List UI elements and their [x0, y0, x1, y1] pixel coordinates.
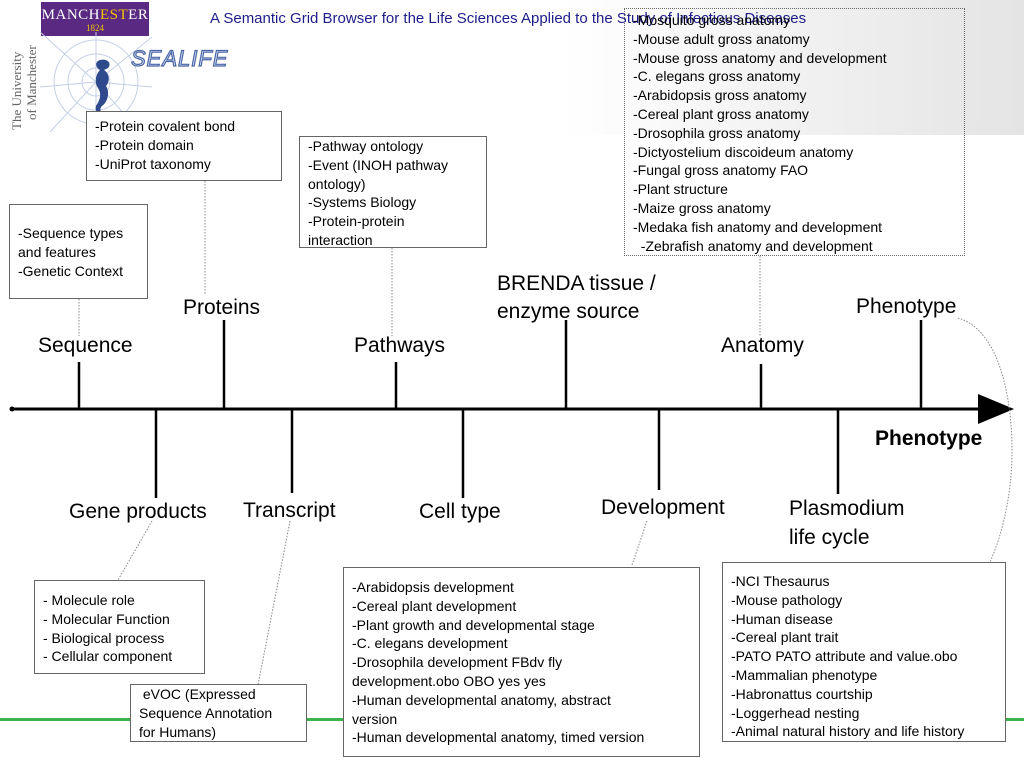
box-anatomy-item: -Mouse adult gross anatomy [633, 30, 810, 47]
box-anatomy-item: -Dictyostelium discoideum anatomy [633, 143, 854, 160]
box-sequence-item: -Sequence types [18, 225, 124, 241]
box-proteins-item: -Protein covalent bond [95, 118, 236, 134]
box-anatomy-item: -Mouse gross anatomy and development [633, 49, 887, 66]
box-gene-products-item: - Biological process [43, 629, 165, 646]
box-phenotype: -NCI Thesaurus -Mouse pathology -Human d… [722, 562, 1006, 742]
box-development-item: version [352, 710, 398, 727]
label-transcript: Transcript [243, 499, 336, 522]
box-phenotype-item: -NCI Thesaurus [731, 573, 830, 589]
manchester-logo: MANCHESTER 1824 [41, 2, 149, 36]
box-gene-products: - Molecule role - Molecular Function - B… [34, 580, 205, 674]
connector-gene-products [117, 520, 153, 581]
box-sequence: -Sequence types and features -Genetic Co… [9, 204, 148, 299]
label-pathways: Pathways [354, 334, 446, 357]
label-plasmodium-line: life cycle [789, 526, 870, 549]
label-plasmodium-line: Plasmodium [789, 497, 905, 520]
box-proteins-item: -UniProt taxonomy [95, 155, 211, 172]
box-anatomy-item: -Zebrafish anatomy and development [633, 237, 873, 254]
label-brenda-line: BRENDA tissue / [497, 272, 656, 295]
label-phenotype-end: Phenotype [875, 427, 983, 450]
box-development: -Arabidopsis development -Cereal plant d… [343, 567, 700, 757]
box-gene-products-item: - Molecular Function [43, 610, 170, 627]
box-proteins-item: -Protein domain [95, 136, 194, 153]
box-phenotype-item: -Animal natural history and life history [731, 723, 965, 740]
label-development: Development [601, 496, 725, 519]
box-proteins: -Protein covalent bond -Protein domain -… [86, 111, 282, 181]
box-anatomy-item: -Arabidopsis gross anatomy [633, 87, 807, 104]
box-phenotype-item: -Mammalian phenotype [731, 666, 878, 683]
box-pathways-item: -Protein-protein [308, 213, 405, 230]
box-development-item: -Cereal plant development [352, 597, 517, 614]
box-development-item: -Human developmental anatomy, abstract [352, 691, 611, 708]
box-pathways: -Pathway ontology -Event (INOH pathway o… [299, 136, 487, 248]
box-gene-products-item: - Molecule role [43, 592, 135, 608]
box-sequence-item: and features [18, 243, 96, 260]
box-development-item: -Plant growth and developmental stage [352, 616, 595, 633]
box-phenotype-item: -Human disease [731, 610, 833, 627]
box-pathways-item: -Pathway ontology [308, 138, 424, 154]
label-cell-type: Cell type [419, 500, 501, 523]
box-phenotype-item: -PATO PATO attribute and value.obo [731, 648, 958, 665]
timeline-start-dot [9, 406, 15, 412]
connector-transcript [257, 520, 291, 686]
box-transcript-item: for Humans) [139, 723, 217, 740]
label-brenda: BRENDA tissue / enzyme source [497, 270, 656, 326]
box-pathways-item: -Systems Biology [308, 194, 417, 211]
box-anatomy-item: -Fungal gross anatomy FAO [633, 162, 809, 179]
box-phenotype-item: -Habronattus courtship [731, 685, 873, 702]
box-anatomy-item: -Plant structure [633, 181, 728, 198]
label-proteins: Proteins [183, 296, 261, 319]
box-phenotype-item: -Loggerhead nesting [731, 704, 860, 721]
label-brenda-line: enzyme source [497, 300, 640, 323]
box-anatomy-item: -Cereal plant gross anatomy [633, 105, 809, 122]
box-anatomy-item: -Drosophila gross anatomy [633, 124, 801, 141]
box-anatomy-item: -C. elegans gross anatomy [633, 68, 801, 85]
box-pathways-item: -Event (INOH pathway [308, 156, 449, 173]
box-anatomy-item: -Medaka fish anatomy and development [633, 218, 883, 235]
box-development-item: -Drosophila development FBdv fly [352, 654, 563, 671]
label-plasmodium: Plasmodium life cycle [789, 494, 905, 552]
page-title: A Semantic Grid Browser for the Life Sci… [210, 10, 807, 27]
footer-rule-left [0, 718, 130, 721]
label-gene-products: Gene products [69, 500, 207, 523]
connector-phenotype [957, 317, 1013, 563]
label-anatomy: Anatomy [721, 334, 804, 357]
box-anatomy: -Mosquito gross anatomy -Mouse adult gro… [624, 8, 965, 256]
box-development-item: -Human developmental anatomy, timed vers… [352, 729, 645, 746]
box-phenotype-item: -Cereal plant trait [731, 629, 839, 646]
sealife-logo: SEALIFE [130, 45, 229, 71]
box-transcript-item: eVOC (Expressed [139, 686, 256, 702]
box-anatomy-item: -Mosquito gross anatomy [633, 12, 791, 28]
box-development-item: -C. elegans development [352, 635, 508, 652]
label-phenotype-top: Phenotype [856, 295, 957, 318]
footer-rule-right [1006, 718, 1024, 721]
box-pathways-item: ontology) [308, 175, 366, 192]
box-phenotype-item: -Mouse pathology [731, 591, 843, 608]
box-transcript: eVOC (Expressed Sequence Annotation for … [130, 684, 307, 742]
box-pathways-item: interaction [308, 231, 373, 248]
footer-rule-middle [307, 718, 343, 721]
box-anatomy-item: -Maize gross anatomy [633, 199, 771, 216]
box-development-item: -Arabidopsis development [352, 579, 514, 595]
connector-development [631, 520, 648, 566]
box-sequence-item: -Genetic Context [18, 262, 124, 279]
box-development-item: development.obo OBO yes yes [352, 672, 546, 689]
box-gene-products-item: - Cellular component [43, 648, 173, 665]
box-transcript-item: Sequence Annotation [139, 704, 273, 721]
seahorse-logo-icon [95, 59, 110, 114]
label-sequence: Sequence [38, 334, 133, 357]
